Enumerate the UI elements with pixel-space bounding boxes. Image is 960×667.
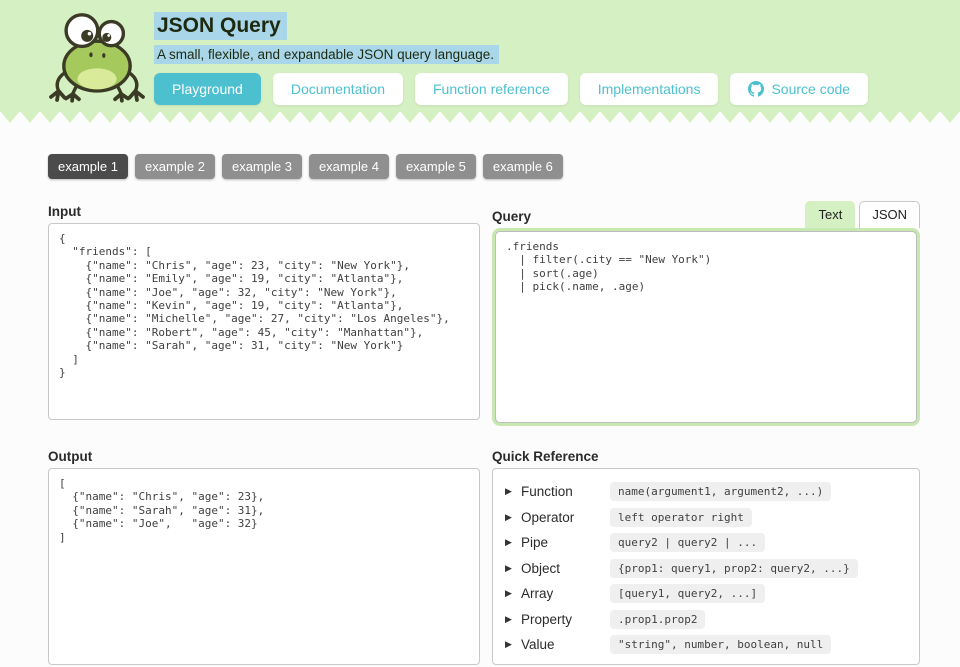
tab-text[interactable]: Text [805,201,856,228]
expand-triangle-icon: ▶ [505,511,512,522]
nav-item-function-reference[interactable]: Function reference [415,73,568,105]
reference-row-operator[interactable]: ▶ Operator left operator right [505,505,907,531]
example-button-5[interactable]: example 5 [395,154,476,179]
frog-logo [49,13,145,103]
reference-row-code: {prop1: query1, prop2: query2, ...} [610,558,858,578]
reference-row-code: query2 | query2 | ... [610,533,766,553]
example-button-6[interactable]: example 6 [482,154,563,179]
main-content: example 1 example 2 example 3 example 4 … [0,124,960,667]
example-button-1[interactable]: example 1 [48,154,128,179]
query-section: Query Text JSON .friends | filter(.city … [492,201,920,426]
expand-triangle-icon: ▶ [505,639,512,650]
reference-row-code: [query1, query2, ...] [610,584,766,604]
input-section: Input { "friends": [ {"name": "Chris", "… [48,201,480,426]
header: JSON Query A small, flexible, and expand… [0,0,960,112]
quick-reference-panel: ▶ Function name(argument1, argument2, ..… [492,468,920,665]
output-label: Output [48,449,93,464]
reference-row-label: Array [521,586,554,602]
reference-row-label: Function [521,484,573,500]
expand-triangle-icon: ▶ [505,562,512,573]
output-textarea[interactable]: [ {"name": "Chris", "age": 23}, {"name":… [48,468,480,665]
reference-row-property[interactable]: ▶ Property .prop1.prop2 [505,607,907,633]
query-editor-frame: .friends | filter(.city == "New York") |… [492,228,920,426]
page-title: JSON Query [154,12,287,40]
reference-row-label: Pipe [521,535,549,551]
quick-reference-section: Quick Reference ▶ Function name(argument… [492,446,920,667]
query-label: Query [492,209,532,224]
expand-triangle-icon: ▶ [505,588,512,599]
nav-item-playground[interactable]: Playground [154,73,261,105]
input-label: Input [48,204,81,219]
reference-row-array[interactable]: ▶ Array [query1, query2, ...] [505,581,907,607]
reference-row-label: Object [521,560,561,576]
reference-row-label: Operator [521,509,575,525]
quick-reference-label: Quick Reference [492,449,599,464]
examples-bar: example 1 example 2 example 3 example 4 … [48,154,920,179]
nav-item-source-code[interactable]: Source code [730,73,869,105]
query-tabs: Text JSON [805,201,920,228]
example-button-3[interactable]: example 3 [221,154,302,179]
reference-row-pipe[interactable]: ▶ Pipe query2 | query2 | ... [505,530,907,556]
nav-item-documentation[interactable]: Documentation [272,73,403,105]
example-button-4[interactable]: example 4 [308,154,389,179]
zigzag-divider [0,111,960,124]
reference-row-label: Value [521,637,555,653]
tab-json[interactable]: JSON [859,201,920,228]
reference-row-label: Property [521,611,573,627]
reference-row-value[interactable]: ▶ Value "string", number, boolean, null [505,632,907,658]
nav-item-source-code-label: Source code [771,81,851,97]
main-nav: Playground Documentation Function refere… [154,73,869,105]
github-icon [748,81,765,97]
page-subtitle: A small, flexible, and expandable JSON q… [154,45,499,64]
reference-row-function[interactable]: ▶ Function name(argument1, argument2, ..… [505,479,907,505]
nav-item-implementations[interactable]: Implementations [579,73,719,105]
header-text: JSON Query A small, flexible, and expand… [154,8,869,105]
reference-row-code: left operator right [610,507,752,527]
reference-row-code: .prop1.prop2 [610,609,706,629]
expand-triangle-icon: ▶ [505,613,512,624]
reference-row-code: "string", number, boolean, null [610,635,832,655]
reference-row-code: name(argument1, argument2, ...) [610,482,832,502]
reference-row-object[interactable]: ▶ Object {prop1: query1, prop2: query2, … [505,556,907,582]
output-section: Output [ {"name": "Chris", "age": 23}, {… [48,446,480,667]
input-textarea[interactable]: { "friends": [ {"name": "Chris", "age": … [48,223,480,420]
expand-triangle-icon: ▶ [505,486,512,497]
example-button-2[interactable]: example 2 [134,154,215,179]
query-textarea[interactable]: .friends | filter(.city == "New York") |… [495,231,917,423]
expand-triangle-icon: ▶ [505,537,512,548]
